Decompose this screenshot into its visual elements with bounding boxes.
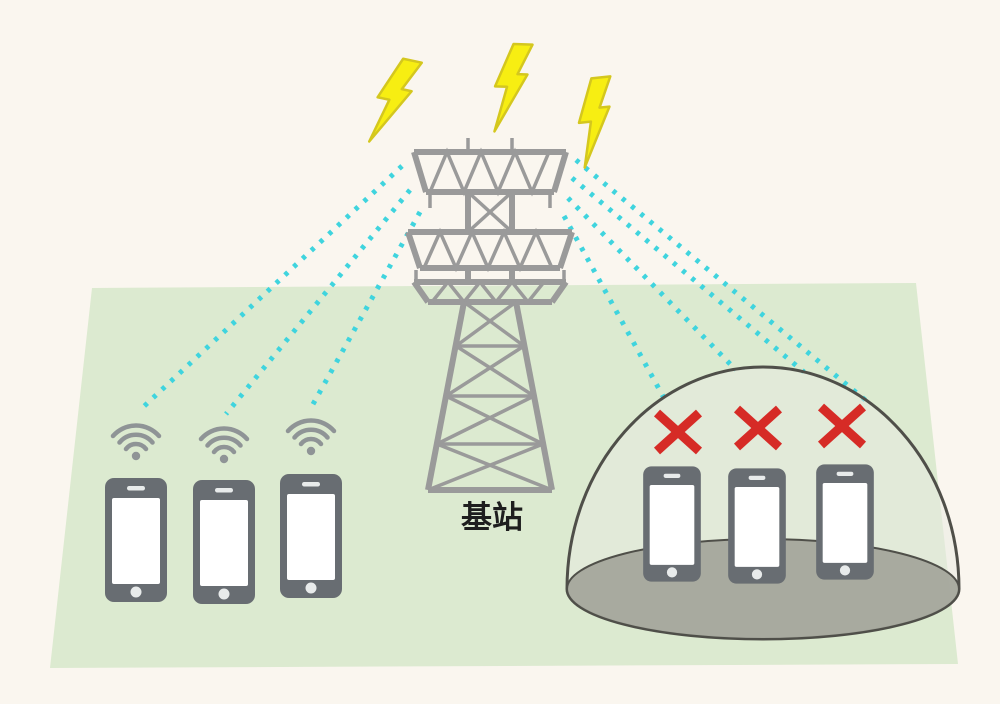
signal-beam bbox=[574, 158, 872, 406]
signal-beams-right bbox=[561, 158, 872, 406]
signal-beams-left bbox=[138, 164, 423, 416]
smartphone-icon bbox=[193, 480, 255, 604]
signal-beam bbox=[224, 188, 412, 416]
signal-beam bbox=[570, 176, 806, 374]
lightning-bolt-icon bbox=[573, 75, 621, 169]
smartphone-icon bbox=[280, 474, 342, 598]
shield-dome-icon bbox=[565, 365, 961, 641]
smartphone-icon bbox=[816, 464, 874, 580]
smartphone-icon bbox=[105, 478, 167, 602]
lightning-bolt-icon bbox=[366, 53, 424, 151]
smartphone-icon bbox=[728, 468, 786, 584]
signal-beam bbox=[309, 210, 423, 408]
lightning-bolt-icon bbox=[492, 42, 534, 134]
signal-beam bbox=[566, 196, 738, 372]
base-station-label: 基站 bbox=[461, 500, 523, 536]
transmission-tower-icon bbox=[405, 138, 575, 493]
smartphone-icon bbox=[643, 466, 701, 582]
